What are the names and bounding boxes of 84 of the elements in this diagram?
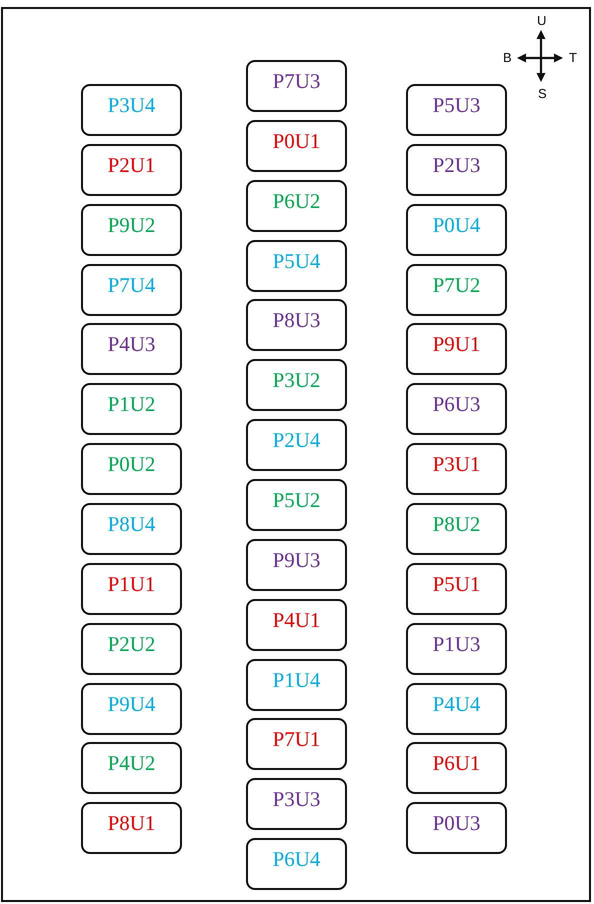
direction-label: U <box>537 14 546 28</box>
rounded-box <box>81 84 182 136</box>
rounded-box <box>246 718 347 770</box>
rounded-box <box>246 60 347 112</box>
code-label: P4U4 <box>432 694 480 714</box>
rounded-box <box>81 802 182 854</box>
rounded-box <box>246 180 347 232</box>
code-label: P6U3 <box>432 394 480 416</box>
rounded-box <box>81 622 182 675</box>
code-label: P1U4 <box>272 670 320 690</box>
code-label: P3U1 <box>432 454 480 476</box>
code-label: P7U4 <box>108 274 156 296</box>
code-label: P9U1 <box>432 334 480 356</box>
code-label: P8U3 <box>272 310 320 332</box>
rounded-box <box>406 622 507 675</box>
rounded-box <box>406 443 507 496</box>
direction-label: S <box>538 87 547 101</box>
rounded-box <box>81 443 182 496</box>
rounded-box <box>246 299 347 352</box>
code-label: P2U3 <box>432 154 480 176</box>
rounded-box <box>246 598 347 651</box>
rounded-box <box>406 562 507 615</box>
rounded-box <box>406 502 507 555</box>
code-label: P8U4 <box>108 514 156 535</box>
code-label: P7U1 <box>272 729 320 750</box>
code-label: P1U2 <box>108 394 156 416</box>
rounded-box <box>246 419 347 472</box>
rounded-box <box>406 264 507 316</box>
code-label: P1U3 <box>432 634 480 655</box>
code-label: P6U4 <box>272 849 320 870</box>
code-label: P2U4 <box>272 430 320 452</box>
rounded-box <box>246 359 347 412</box>
code-label: P5U2 <box>272 490 320 511</box>
code-label: P4U3 <box>108 334 156 356</box>
code-label: P5U4 <box>272 250 320 272</box>
rounded-box <box>81 144 182 196</box>
rounded-box <box>81 323 182 376</box>
code-label: P9U4 <box>108 694 156 714</box>
code-label: P0U3 <box>432 813 480 834</box>
rounded-box <box>246 838 347 890</box>
rounded-box <box>406 204 507 256</box>
rounded-box <box>81 742 182 794</box>
code-label: P4U2 <box>108 753 156 774</box>
rounded-box <box>81 562 182 615</box>
rounded-box <box>81 682 182 734</box>
rounded-box <box>246 240 347 292</box>
rounded-box <box>81 502 182 555</box>
code-label: P1U1 <box>108 574 156 595</box>
code-label: P0U4 <box>432 214 480 236</box>
code-label: P3U2 <box>272 370 320 392</box>
code-label: P5U1 <box>432 574 480 595</box>
rounded-box <box>246 478 347 531</box>
code-label: P5U3 <box>432 95 480 116</box>
code-label: P3U4 <box>108 95 156 116</box>
rounded-box <box>246 538 347 591</box>
rounded-box <box>406 802 507 854</box>
rounded-box <box>81 383 182 436</box>
rounded-box <box>406 144 507 196</box>
rounded-box <box>406 323 507 376</box>
code-label: P8U1 <box>108 813 156 834</box>
rounded-box <box>81 204 182 256</box>
rounded-box <box>246 778 347 830</box>
code-label: P9U2 <box>108 214 156 236</box>
code-label: P0U1 <box>272 130 320 152</box>
direction-label: T <box>569 51 577 65</box>
code-label: P0U2 <box>108 454 156 476</box>
rounded-box <box>246 120 347 172</box>
rounded-box <box>81 264 182 316</box>
rounded-box <box>406 682 507 734</box>
code-label: P7U3 <box>272 71 320 92</box>
code-label: P4U1 <box>272 610 320 631</box>
code-label: P6U2 <box>272 190 320 212</box>
code-label: P7U2 <box>432 274 480 296</box>
rounded-box <box>246 658 347 710</box>
code-label: P2U1 <box>108 154 156 176</box>
code-label: P9U3 <box>272 550 320 571</box>
rounded-box <box>406 84 507 136</box>
code-label: P3U3 <box>272 789 320 810</box>
rounded-box <box>406 383 507 436</box>
code-label: P2U2 <box>108 634 156 655</box>
code-label: P6U1 <box>432 753 480 774</box>
code-label: P8U2 <box>432 514 480 535</box>
rounded-box <box>406 742 507 794</box>
direction-label: B <box>503 51 512 65</box>
